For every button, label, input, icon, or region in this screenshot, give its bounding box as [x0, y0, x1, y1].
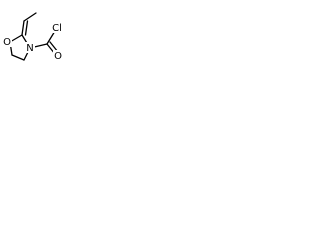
ring-n-label-bg	[25, 42, 35, 53]
chlorine-label-bg	[49, 22, 65, 33]
bond-ethylidene-methyl	[23, 12, 37, 22]
molecule-diagram: O N O Cl	[0, 0, 77, 67]
bond-c2-ethylidene-double-a	[21, 20, 25, 36]
bond-c2-ethylidene-double-b	[24, 20, 29, 36]
ring-nitrogen-label: N	[26, 43, 33, 54]
carbonyl-oxygen-label: O	[54, 51, 62, 62]
bond-carbonyl-c-to-cl	[46, 30, 56, 45]
structure-drawing: O N O Cl	[2, 12, 65, 62]
carbonyl-o-label-bg	[53, 50, 63, 61]
ring-oxygen-label: O	[3, 37, 11, 48]
ring-o-label-bg	[2, 36, 12, 47]
bond-ch2-to-ch2	[11, 54, 25, 61]
chlorine-label: Cl	[52, 23, 62, 34]
